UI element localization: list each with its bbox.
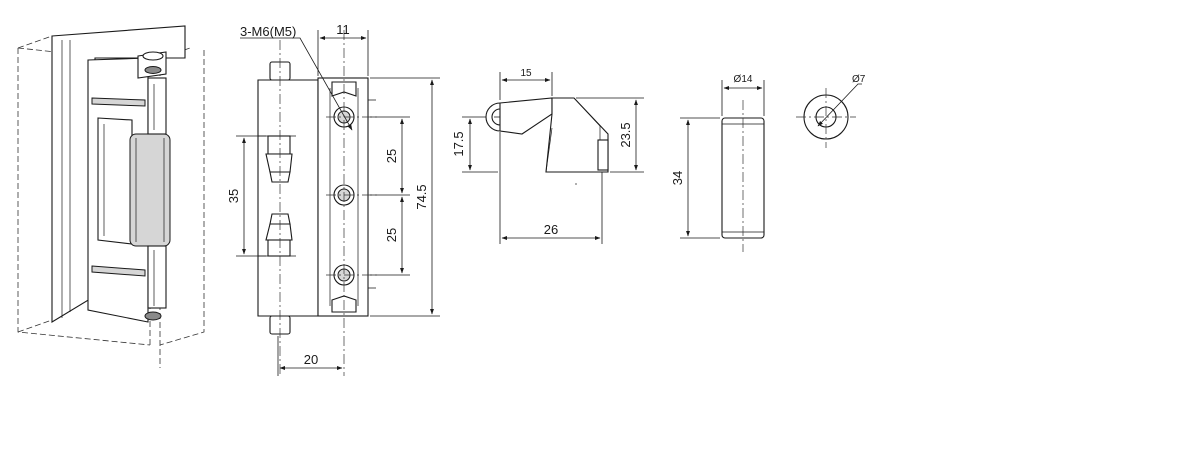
dim-pin-spacing: 35: [226, 189, 241, 203]
leaf-recess: [97, 117, 133, 245]
pin-view: [680, 80, 765, 252]
dim-end-diameter: Ø7: [852, 74, 866, 85]
cabinet-outline-left: [17, 35, 151, 346]
dim-width-top: 11: [336, 22, 350, 37]
dim-pin-diameter: Ø14: [734, 74, 753, 85]
bottom-pin: [144, 311, 162, 321]
dim-overall-height: 74.5: [414, 184, 429, 209]
side-view: [462, 72, 644, 244]
dim-pin-length: 34: [670, 171, 685, 185]
end-view: [796, 83, 862, 148]
dim-side-left-height: 17.5: [451, 131, 466, 156]
top-pin: [144, 66, 162, 74]
dim-hole-pitch-lower: 25: [384, 228, 399, 242]
isometric-hinge-view: [17, 25, 205, 368]
front-leaf: [257, 79, 319, 317]
dim-side-top-width: 15: [520, 68, 532, 79]
dim-side-bottom-width: 26: [544, 222, 558, 237]
frame-profile: [51, 25, 186, 323]
thread-callout: 3-M6(M5): [240, 24, 296, 39]
dim-width-bottom: 20: [304, 352, 318, 367]
dim-hole-pitch-upper: 25: [384, 149, 399, 163]
dim-side-right-height: 23.5: [618, 122, 633, 147]
front-view: [236, 30, 440, 376]
side-leaf-arm: [499, 97, 553, 135]
knuckle-upper: [267, 135, 291, 155]
